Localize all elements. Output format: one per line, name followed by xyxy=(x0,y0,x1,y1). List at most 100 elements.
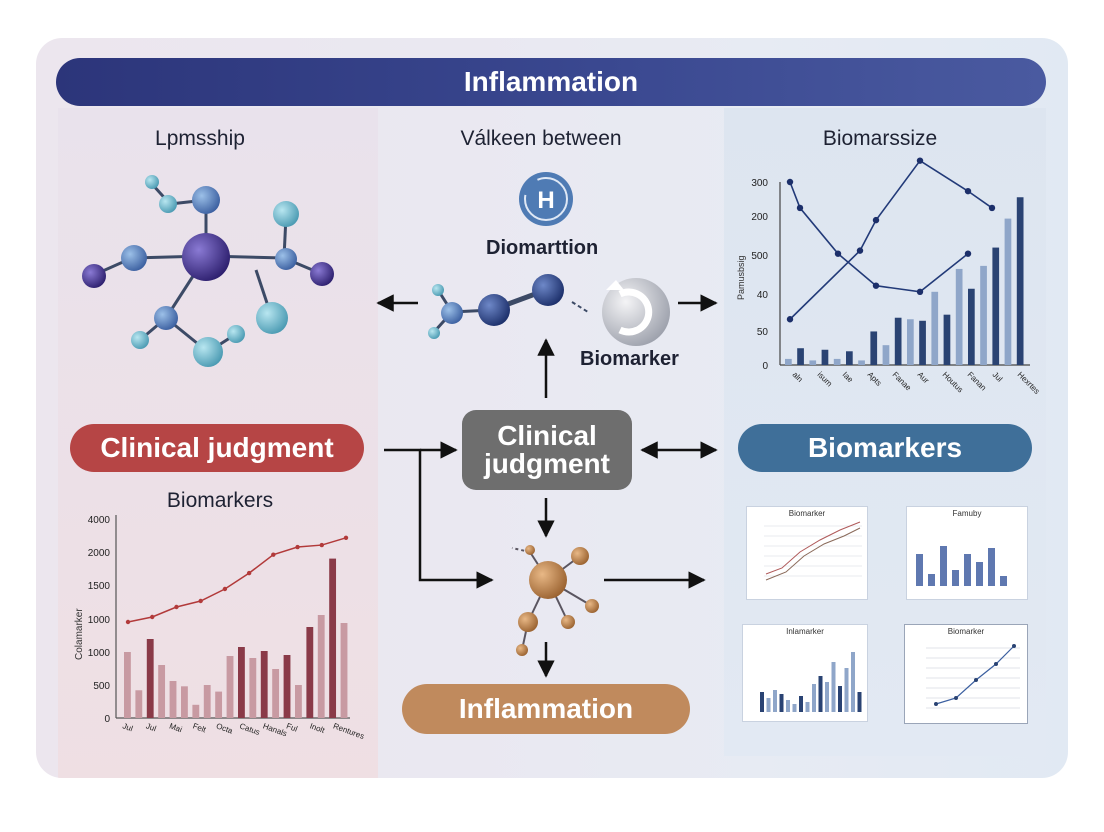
y-tick-label: 500 xyxy=(751,251,768,262)
x-tick-label: Mai xyxy=(168,721,183,734)
trend-point xyxy=(246,570,252,576)
center-heading: Válkeen between xyxy=(460,127,622,150)
x-tick-label: Fanan xyxy=(966,370,988,392)
trend-point xyxy=(174,604,179,610)
line-point xyxy=(786,178,794,186)
mini-bar xyxy=(976,562,983,586)
biomarker-label: Biomarker xyxy=(580,348,679,370)
x-tick-label: Catus xyxy=(238,721,261,737)
y-tick-label: 500 xyxy=(93,681,110,692)
bar xyxy=(955,268,963,365)
bar xyxy=(135,690,143,718)
mini-point xyxy=(994,662,998,666)
x-tick-label: Houtus xyxy=(941,370,965,394)
y-tick-label: 0 xyxy=(104,714,110,725)
trend-point xyxy=(125,619,131,625)
x-tick-label: Jul xyxy=(121,721,134,733)
y-tick-label: 50 xyxy=(757,327,769,338)
core-line-1: Clinical xyxy=(497,420,597,451)
bar xyxy=(272,669,280,718)
mini-line xyxy=(765,521,861,575)
h-badge-icon xyxy=(519,172,573,226)
trend-point xyxy=(343,535,349,541)
mini-bar xyxy=(818,676,823,712)
bar xyxy=(821,349,829,365)
biomarkers-pill-right: Biomarkers xyxy=(738,424,1032,472)
bar xyxy=(192,704,200,718)
bar xyxy=(169,681,177,718)
trend-point xyxy=(222,586,228,592)
bar xyxy=(919,320,926,365)
x-tick-label: Iae xyxy=(841,370,856,385)
center-molecule xyxy=(428,274,589,339)
clinical-judgment-core: Clinical judgment xyxy=(462,410,632,490)
cycle-icon xyxy=(602,278,670,346)
trend-point xyxy=(295,544,300,550)
x-tick-label: Inolt xyxy=(309,721,327,735)
mini-chart-3-title: Inlamarker xyxy=(786,627,824,636)
mini-bar xyxy=(838,686,842,712)
bar xyxy=(785,358,792,365)
bar xyxy=(943,314,951,365)
header-banner: Inflammation xyxy=(56,58,1046,106)
flow-arrows xyxy=(376,294,718,678)
trend-point xyxy=(198,598,203,604)
x-tick-label: Fanae xyxy=(891,370,914,393)
brown-molecule xyxy=(511,545,599,656)
mini-chart-4: Biomarker xyxy=(904,624,1028,724)
y-tick-label: 40 xyxy=(757,290,769,301)
x-tick-label: Aur xyxy=(916,370,931,385)
y-tick-label: 200 xyxy=(751,212,768,223)
bar xyxy=(226,656,234,718)
bar xyxy=(203,685,211,718)
series-line xyxy=(789,181,969,293)
y-tick-label: 0 xyxy=(762,361,768,372)
x-tick-label: Jul xyxy=(991,370,1005,384)
mini-chart-1-title: Biomarker xyxy=(788,509,826,518)
bar xyxy=(340,623,348,718)
bar xyxy=(858,360,865,365)
mini-bar xyxy=(812,684,816,712)
x-tick-label: isum xyxy=(816,370,835,389)
x-tick-label: aln xyxy=(791,370,805,384)
bar xyxy=(980,265,987,365)
mini-bar xyxy=(952,570,959,586)
y-tick-label: 1500 xyxy=(88,581,111,592)
bar xyxy=(797,348,804,365)
line-point xyxy=(872,282,880,289)
mini-bar xyxy=(1000,576,1007,586)
bar xyxy=(283,655,291,718)
mini-bar xyxy=(857,692,862,712)
mini-line xyxy=(935,645,1015,705)
mini-bar xyxy=(779,694,784,712)
mini-point xyxy=(954,696,958,700)
mini-bar xyxy=(988,548,995,586)
y-tick-label: 1000 xyxy=(88,615,111,626)
bar xyxy=(317,615,325,718)
mini-bar xyxy=(916,554,923,586)
line-point xyxy=(964,187,972,195)
right-heading: Biomarssize xyxy=(822,127,938,150)
bar xyxy=(238,647,245,718)
line-point xyxy=(916,288,924,295)
bar xyxy=(968,288,975,365)
bar xyxy=(931,291,939,365)
x-tick-label: Octa xyxy=(215,721,234,735)
left-molecule-atoms xyxy=(82,175,334,367)
y-tick-label: 2000 xyxy=(88,548,111,559)
bar xyxy=(846,351,853,365)
mini-bar xyxy=(844,668,849,712)
line-point xyxy=(796,204,804,212)
mini-chart-2-title: Famuby xyxy=(952,509,982,518)
bar xyxy=(249,658,257,718)
line-point xyxy=(834,250,842,257)
mini-chart-2: Famuby xyxy=(906,506,1028,600)
diomarttion-label: Diomarttion xyxy=(486,237,599,259)
mini-bar xyxy=(851,652,855,712)
mini-bar xyxy=(760,692,764,712)
y-tick-label: 300 xyxy=(751,178,768,189)
left-chart-heading: Biomarkers xyxy=(166,489,274,512)
